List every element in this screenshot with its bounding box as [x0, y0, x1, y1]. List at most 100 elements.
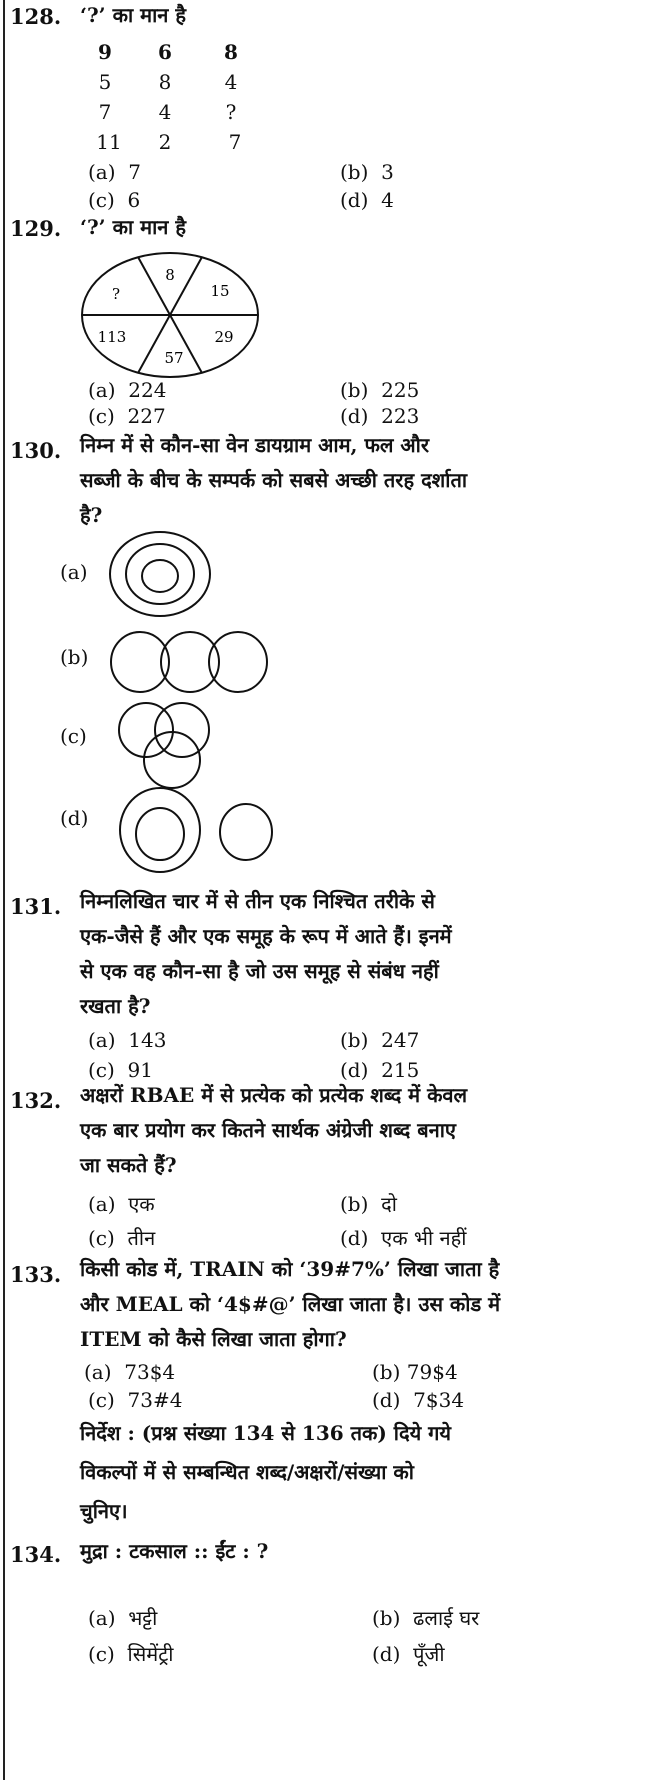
- matrix-cell: 5: [98, 70, 112, 94]
- option-value: 7: [128, 160, 141, 184]
- option-b[interactable]: (b) 247: [340, 1028, 419, 1052]
- option-a[interactable]: (a) 73$4: [84, 1360, 175, 1384]
- venn-option-c[interactable]: [118, 700, 218, 792]
- option-value: 79$4: [406, 1360, 458, 1384]
- option-c-label[interactable]: (c): [60, 724, 87, 748]
- matrix-cell: 9: [98, 40, 112, 64]
- option-b[interactable]: (b) 79$4: [372, 1360, 458, 1384]
- question-line: जा सकते हैं?: [80, 1153, 177, 1177]
- venn-option-a[interactable]: [108, 530, 218, 620]
- question-text: ‘?’ का मान है: [80, 3, 186, 27]
- option-label: (c): [88, 1226, 115, 1250]
- option-d-label[interactable]: (d): [60, 806, 89, 830]
- option-value: 3: [381, 160, 394, 184]
- question-line: निम्न में से कौन-सा वेन डायग्राम आम, फल …: [80, 433, 430, 457]
- option-value: एक भी नहीं: [381, 1226, 467, 1250]
- option-label: (a): [88, 1606, 116, 1630]
- venn-circle: [118, 702, 174, 758]
- option-a[interactable]: (a) 224: [88, 378, 166, 402]
- question-line: से एक वह कौन-सा है जो उस समूह से संबंध न…: [80, 959, 439, 983]
- option-c[interactable]: (c) तीन: [88, 1224, 155, 1251]
- directions-line: विकल्पों में से सम्बन्धित शब्द/अक्षरों/स…: [80, 1460, 414, 1484]
- question-line: निम्नलिखित चार में से तीन एक निश्चित तरी…: [80, 889, 435, 913]
- option-c[interactable]: (c) 91: [88, 1058, 153, 1082]
- matrix-cell: 8: [224, 40, 238, 64]
- option-a-label[interactable]: (a): [60, 560, 88, 584]
- matrix-cell: 6: [158, 40, 172, 64]
- option-d[interactable]: (d) 4: [340, 188, 394, 212]
- venn-circle: [125, 543, 195, 605]
- option-label: (b): [340, 378, 369, 402]
- option-value: 225: [381, 378, 420, 402]
- question-text: मुद्रा : टकसाल :: ईंट : ?: [80, 1539, 269, 1563]
- option-c[interactable]: (c) 6: [88, 188, 140, 212]
- option-b[interactable]: (b) दो: [340, 1190, 397, 1217]
- option-label: (d): [340, 1226, 369, 1250]
- option-value: भट्टी: [128, 1606, 158, 1630]
- option-value: 247: [381, 1028, 420, 1052]
- venn-circle: [135, 807, 185, 861]
- option-a[interactable]: (a) 7: [88, 160, 141, 184]
- option-value: तीन: [127, 1226, 156, 1250]
- option-d[interactable]: (d) एक भी नहीं: [340, 1224, 466, 1251]
- option-c[interactable]: (c) 227: [88, 404, 166, 428]
- venn-circle: [119, 787, 201, 873]
- option-value: 91: [127, 1058, 153, 1082]
- option-a[interactable]: (a) 143: [88, 1028, 166, 1052]
- matrix-cell: 11: [96, 130, 122, 154]
- option-d[interactable]: (d) पूँजी: [372, 1640, 445, 1667]
- venn-circle: [154, 702, 210, 758]
- option-label: (d): [372, 1388, 401, 1412]
- wheel-value: ?: [112, 285, 120, 303]
- option-a[interactable]: (a) एक: [88, 1190, 155, 1217]
- option-label: (d): [340, 188, 369, 212]
- option-label: (c): [88, 1058, 115, 1082]
- venn-circle: [110, 631, 170, 693]
- wheel-value: 29: [214, 328, 233, 346]
- matrix-cell: 8: [158, 70, 172, 94]
- question-number: 134.: [10, 1542, 62, 1567]
- option-d[interactable]: (d) 215: [340, 1058, 419, 1082]
- option-b-label[interactable]: (b): [60, 645, 89, 669]
- question-number: 132.: [10, 1088, 62, 1113]
- option-label: (d): [340, 1058, 369, 1082]
- option-value: 223: [381, 404, 420, 428]
- directions-line: निर्देश : (प्रश्न संख्या 134 से 136 तक) …: [80, 1421, 452, 1445]
- option-d[interactable]: (d) 7$34: [372, 1388, 464, 1412]
- question-text: किसी कोड में, TRAIN को ‘39#7%’ लिखा जाता…: [80, 1252, 500, 1357]
- option-value: 73#4: [127, 1388, 183, 1412]
- option-label: (b): [372, 1360, 401, 1384]
- option-label: (b): [340, 1028, 369, 1052]
- matrix-cell: 4: [224, 70, 238, 94]
- question-number: 130.: [10, 438, 62, 463]
- directions-line: चुनिए।: [80, 1499, 128, 1523]
- option-c[interactable]: (c) 73#4: [88, 1388, 182, 1412]
- venn-circle: [160, 631, 220, 693]
- option-label: (c): [88, 404, 115, 428]
- question-number: 131.: [10, 894, 62, 919]
- option-b[interactable]: (b) 3: [340, 160, 394, 184]
- option-label: (c): [88, 1388, 115, 1412]
- question-line: अक्षरों RBAE में से प्रत्येक को प्रत्येक…: [80, 1083, 468, 1107]
- question-text: निम्नलिखित चार में से तीन एक निश्चित तरी…: [80, 884, 452, 1024]
- option-a[interactable]: (a) भट्टी: [88, 1604, 157, 1631]
- option-c[interactable]: (c) सिमेंट्री: [88, 1640, 173, 1667]
- option-value: 6: [127, 188, 141, 212]
- option-value: ढलाई घर: [413, 1606, 480, 1630]
- venn-circle: [141, 559, 179, 593]
- option-label: (a): [84, 1360, 112, 1384]
- option-label: (b): [372, 1606, 401, 1630]
- option-label: (a): [88, 1192, 116, 1216]
- option-b[interactable]: (b) ढलाई घर: [372, 1604, 479, 1631]
- question-text: निम्न में से कौन-सा वेन डायग्राम आम, फल …: [80, 428, 467, 533]
- option-d[interactable]: (d) 223: [340, 404, 419, 428]
- venn-option-d[interactable]: [118, 786, 278, 876]
- venn-option-b[interactable]: [110, 630, 270, 694]
- option-b[interactable]: (b) 225: [340, 378, 419, 402]
- option-value: 73$4: [124, 1360, 176, 1384]
- option-value: सिमेंट्री: [127, 1642, 174, 1666]
- wheel-value: 8: [165, 266, 175, 284]
- option-label: (a): [88, 1028, 116, 1052]
- option-value: एक: [128, 1192, 155, 1216]
- venn-circle: [208, 631, 268, 693]
